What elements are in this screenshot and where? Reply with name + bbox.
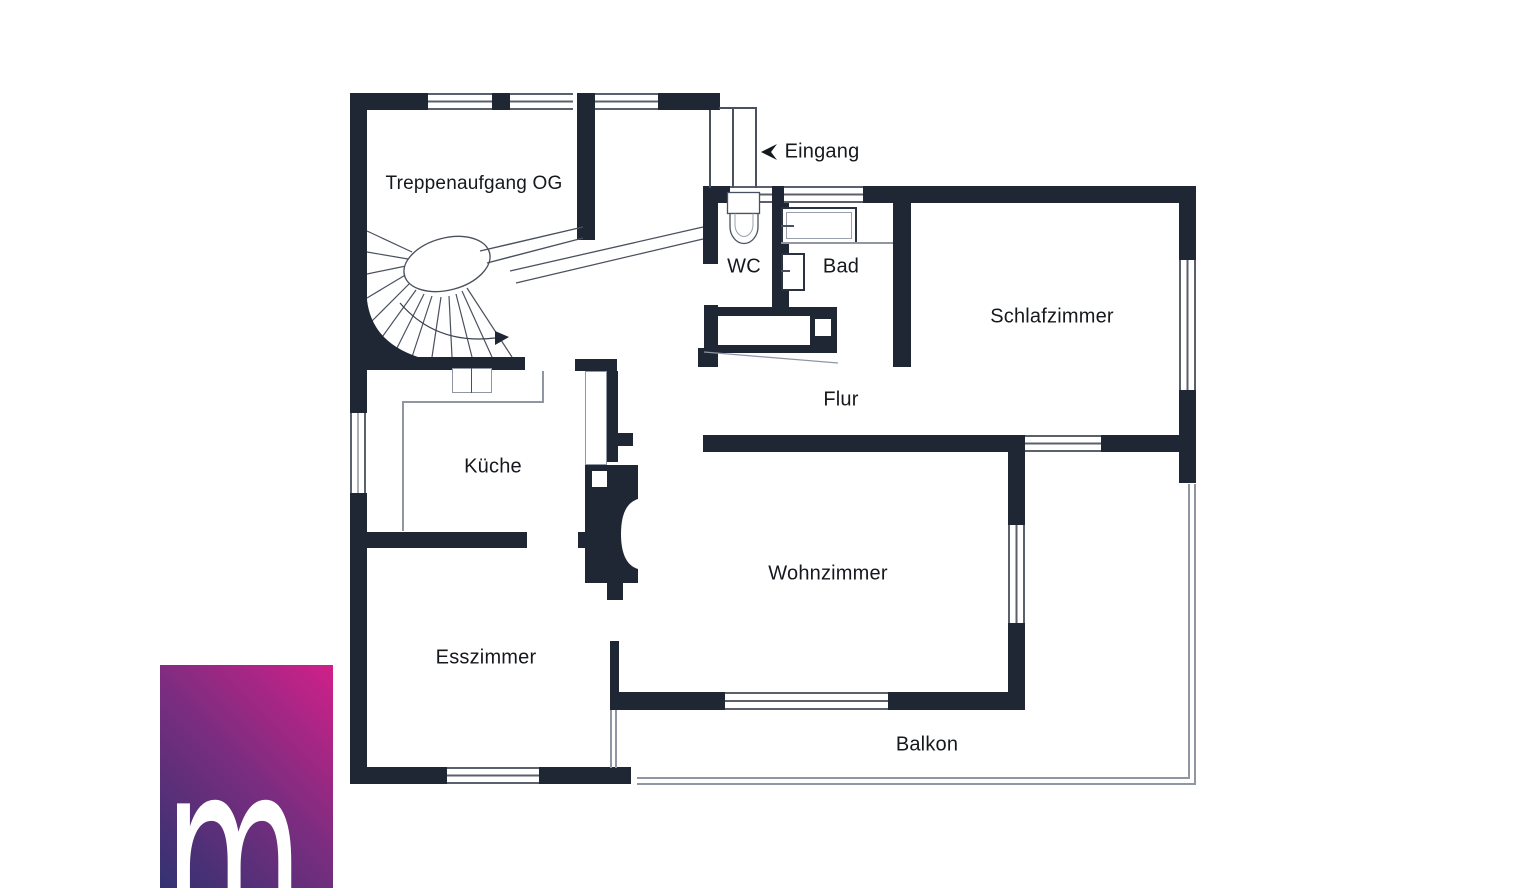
window [1008,525,1025,623]
balcony-railing [615,710,617,768]
chimney-flue [592,471,607,487]
window [350,413,366,493]
window [447,767,539,784]
basement-stairs-wall [698,348,718,367]
window [595,93,658,110]
window [725,692,888,710]
wall-segment [1179,390,1196,483]
basement-stairs-wall [718,345,810,353]
wall-segment [350,767,447,784]
kitchen-counter-line [542,371,544,403]
kitchen-counter-line [402,401,543,403]
wall-segment [863,186,1196,203]
hall-railing [509,226,704,284]
logo-letter: m [164,700,304,888]
wall-segment [350,532,527,548]
wall-segment [1101,435,1196,452]
stair-direction-arrow [495,331,509,345]
entrance-corridor-line [732,107,734,188]
window [428,93,492,110]
bathtub-faucet [781,225,794,227]
room-label-wc: WC [727,255,761,278]
wall-segment [577,93,595,240]
room-label-esszimmer: Esszimmer [435,646,537,669]
wall-segment [610,692,725,710]
wall-segment [772,186,789,310]
basement-stairs-flue [815,319,831,336]
wall-segment [610,641,619,693]
wall-segment [350,357,525,370]
basement-stairs-wall [704,305,718,351]
wall-segment [492,93,510,110]
stair-walk-line [399,302,496,340]
balcony-railing [1188,484,1190,779]
balcony-railing [1194,484,1196,785]
wall-segment [350,493,367,784]
wall-segment [607,583,623,600]
kitchen-counter-line [402,401,404,531]
sink-faucet [781,270,790,272]
room-label-bad: Bad [822,255,860,278]
entrance-corridor-line [709,110,711,188]
balcony-pillar [590,768,631,784]
basement-stairs-wall [718,307,837,316]
wall-segment [575,359,617,371]
balcony-railing [610,710,612,768]
room-label-flur: Flur [823,388,859,411]
radiator-line [471,368,472,393]
room-label-schlafzimmer: Schlafzimmer [990,305,1114,328]
wall-segment [1179,186,1196,260]
wall-segment [1008,435,1025,525]
bathtub-inner [786,212,852,239]
bathtub-platform-line [781,242,893,244]
stair-eye [403,235,491,293]
room-label-kueche: Küche [464,455,522,478]
wall-segment [703,435,1025,452]
radiator [452,368,492,393]
entrance-corridor-line [719,107,757,109]
room-label-balkon: Balkon [895,733,959,756]
balcony-railing [637,783,1196,785]
stair-railing [479,226,584,264]
wall-segment [703,186,718,264]
door-leaf [585,371,607,465]
room-label-wohnzimmer: Wohnzimmer [768,562,888,585]
wall-segment [1008,623,1025,710]
wall-segment [350,93,367,413]
balcony-railing [637,777,1190,779]
spiral-stairs [366,230,513,358]
wall-segment [350,93,428,110]
window [784,186,863,203]
window [1025,435,1101,452]
entrance-corridor-line [755,107,757,188]
room-label-treppenaufgang: Treppenaufgang OG [385,173,563,194]
wall-fillet [367,300,418,357]
wall-segment [607,371,618,462]
logo: m [160,665,333,888]
window [1179,260,1196,390]
entrance-door [730,186,772,203]
wall-segment [658,93,720,110]
wall-segment [893,203,911,367]
wall-segment [578,532,585,548]
entrance-arrow-icon [761,144,777,160]
basement-stairs-line [703,351,839,364]
sink [781,253,805,291]
window [510,93,573,110]
wall-segment [617,433,633,446]
wall-segment [888,692,1025,710]
room-label-eingang: Eingang [784,140,860,163]
